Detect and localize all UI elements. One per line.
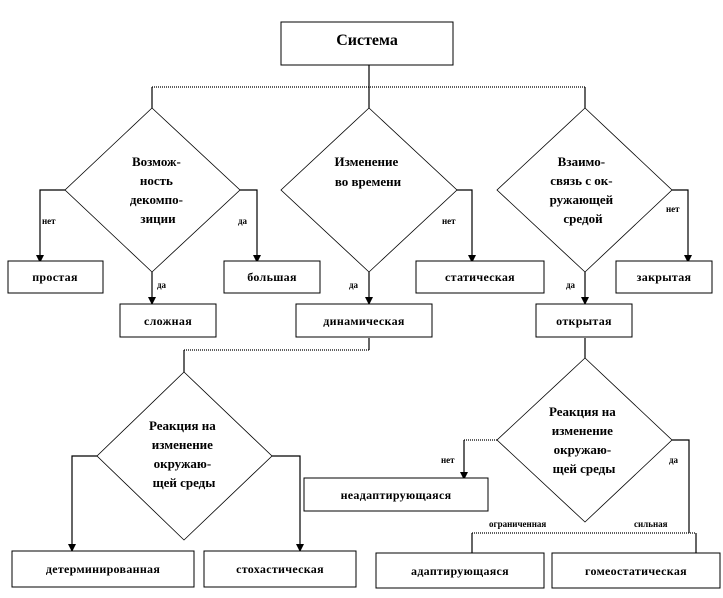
edge-label-yes: да [157, 280, 167, 290]
decision-line: щей среды [153, 475, 216, 490]
decision-env-relation: Взаимо- связь с ок- ружающей средой [496, 107, 673, 273]
box-label: адаптирующаяся [411, 564, 509, 578]
decision-line: Реакция на [149, 418, 216, 433]
decision-line: окружаю- [554, 442, 612, 457]
box-static: статическая [415, 260, 545, 294]
arrow-icon [68, 544, 76, 552]
decision-line: зиции [140, 211, 176, 226]
decision-line: ность [140, 173, 173, 188]
edge-label-no: нет [666, 204, 680, 214]
arrow-icon [296, 544, 304, 552]
svg-text:Взаимо- связь с ок-: Взаимо- связь с ок- ружающей средой [550, 154, 617, 226]
edge-label-no: нет [442, 216, 456, 226]
arrow-icon [36, 255, 44, 263]
edge-label-no: нет [441, 455, 455, 465]
box-label: открытая [556, 314, 612, 328]
decision-line: во времени [335, 174, 402, 189]
decision-line: ружающей [550, 192, 614, 207]
box-label: гомеостатическая [585, 564, 687, 578]
edge-labels: нет да да да нет да нет нет да ограничен… [42, 204, 680, 529]
decision-decomposition: Возмож- ность декомпо- зиции [64, 107, 241, 273]
arrow-icon [684, 255, 692, 263]
edge-label-limited: ограниченная [489, 519, 546, 529]
box-nonadaptive: неадаптирующаяся [303, 477, 489, 512]
box-simple: простая [7, 260, 104, 294]
decision-line: изменение [552, 423, 613, 438]
box-stochastic: стохастическая [203, 550, 357, 588]
decision-line: Взаимо- [558, 154, 605, 169]
edge-label-no: нет [42, 216, 56, 226]
connectors [39, 65, 697, 553]
edge-label-strong: сильная [634, 519, 668, 529]
decision-line: средой [563, 211, 603, 226]
arrow-icon [365, 297, 373, 305]
arrow-icon [253, 255, 261, 263]
arrow-icon [581, 297, 589, 305]
decision-reaction-right: Реакция на изменение окружаю- щей среды [496, 357, 673, 523]
arrow-icon [468, 255, 476, 263]
root-node: Система [280, 21, 454, 66]
arrow-icon [148, 297, 156, 305]
box-large: большая [223, 260, 321, 294]
edge-label-yes: да [669, 455, 679, 465]
svg-text:Изменение во времени: Изменение во времени [334, 154, 401, 189]
decision-reaction-left: Реакция на изменение окружаю- щей среды [96, 371, 273, 541]
svg-text:Возмож- ность деко: Возмож- ность декомпо- зиции [130, 154, 186, 226]
box-dynamic: динамическая [295, 303, 433, 338]
box-label: детерминированная [46, 562, 161, 576]
box-label: неадаптирующаяся [341, 488, 452, 502]
svg-text:Реакция на изменение: Реакция на изменение окружаю- щей среды [149, 418, 219, 490]
decision-line: Изменение [334, 154, 398, 169]
box-open: открытая [535, 303, 633, 338]
box-deterministic: детерминированная [11, 550, 195, 588]
box-label: статическая [445, 270, 515, 284]
decision-time-change: Изменение во времени [280, 107, 458, 273]
edge-label-yes: да [238, 216, 248, 226]
decision-line: изменение [152, 437, 213, 452]
edge-label-yes: да [566, 280, 576, 290]
box-homeostatic: гомеостатическая [551, 552, 721, 589]
box-label: большая [247, 270, 297, 284]
root-label: Система [336, 32, 398, 49]
decision-line: связь с ок- [550, 173, 612, 188]
box-label: закрытая [637, 270, 692, 284]
box-label: сложная [144, 314, 192, 328]
svg-text:Реакция на изменение: Реакция на изменение окружаю- щей среды [549, 404, 619, 476]
arrowheads [36, 255, 692, 552]
decision-line: окружаю- [154, 456, 212, 471]
box-label: стохастическая [236, 562, 324, 576]
box-adaptive: адаптирующаяся [375, 552, 545, 589]
decision-line: Возмож- [132, 154, 181, 169]
box-closed: закрытая [615, 260, 713, 294]
box-label: динамическая [323, 314, 405, 328]
decision-line: декомпо- [130, 192, 183, 207]
box-complex: сложная [119, 303, 217, 338]
edge-label-yes: да [349, 280, 359, 290]
decision-line: щей среды [553, 461, 616, 476]
arrow-icon [460, 472, 468, 480]
box-label: простая [32, 270, 78, 284]
decision-line: Реакция на [549, 404, 616, 419]
